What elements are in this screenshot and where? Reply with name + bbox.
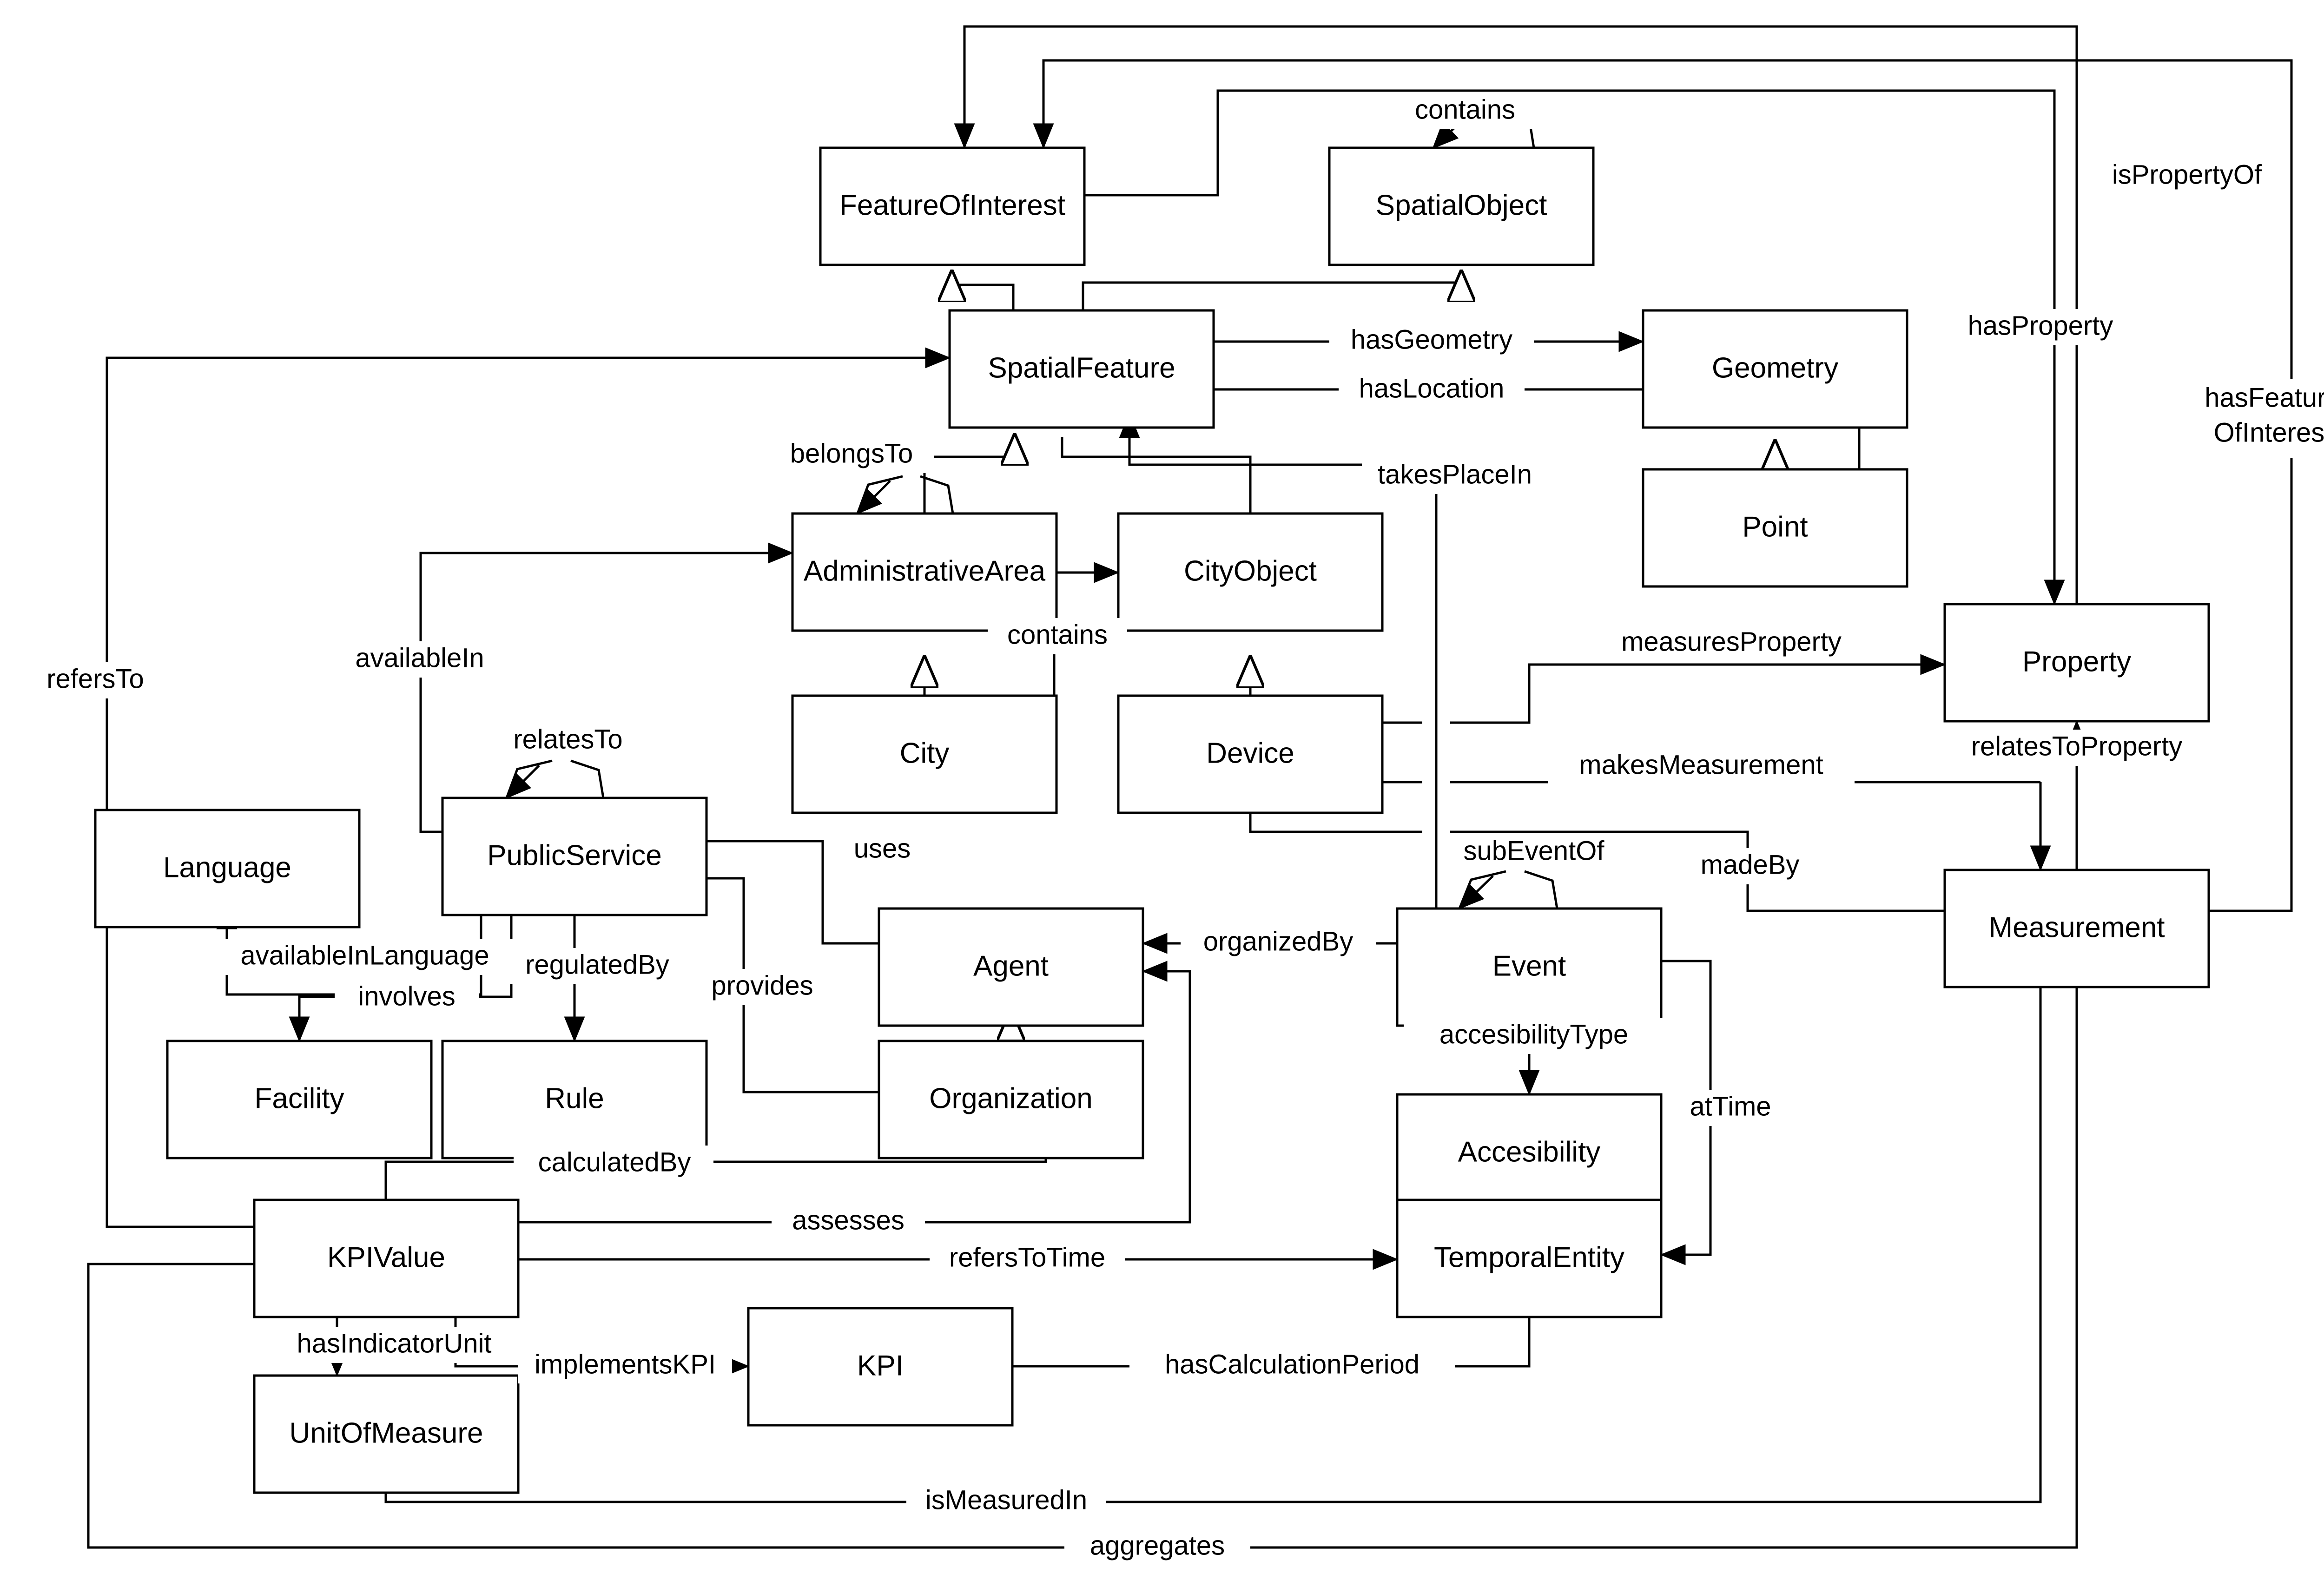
edge-label-hasproperty: hasProperty bbox=[1968, 310, 2113, 341]
edge-label-calculatedby: calculatedBy bbox=[538, 1147, 691, 1177]
edge-labels-layer: contains isPropertyOf hasProperty hasFea… bbox=[16, 93, 2324, 1565]
edge-label-uses: uses bbox=[854, 833, 911, 863]
class-label-point: Point bbox=[1742, 511, 1808, 543]
class-label-temporalentity: TemporalEntity bbox=[1434, 1241, 1624, 1273]
edge-label-regulatedby: regulatedBy bbox=[525, 949, 669, 980]
edge-label-referstotime: refersToTime bbox=[949, 1242, 1105, 1272]
edge-label-implementskpi: implementsKPI bbox=[535, 1349, 716, 1379]
edge-label-provides: provides bbox=[711, 970, 813, 1001]
class-label-language: Language bbox=[163, 851, 291, 883]
class-label-property: Property bbox=[2022, 645, 2131, 678]
class-label-measurement: Measurement bbox=[1988, 911, 2165, 943]
edge-label-measuresproperty: measuresProperty bbox=[1621, 626, 1842, 657]
edge-label-relatesto: relatesTo bbox=[513, 724, 622, 754]
edge-label-contains-spatialobject: contains bbox=[1415, 94, 1515, 125]
edge-label-accesibilitytype: accesibilityType bbox=[1439, 1019, 1628, 1049]
edge-label-hasgeometry: hasGeometry bbox=[1351, 324, 1512, 355]
class-label-administrativearea: AdministrativeArea bbox=[804, 555, 1046, 587]
class-label-unitofmeasure: UnitOfMeasure bbox=[290, 1417, 483, 1449]
class-label-kpivalue: KPIValue bbox=[327, 1241, 445, 1273]
class-label-featureofinterest: FeatureOfInterest bbox=[839, 189, 1065, 221]
edge-label-attime: atTime bbox=[1690, 1091, 1771, 1121]
class-label-spatialfeature: SpatialFeature bbox=[988, 352, 1175, 384]
class-label-geometry: Geometry bbox=[1712, 352, 1838, 384]
edge-label-aggregates: aggregates bbox=[1090, 1530, 1225, 1561]
edge-label-assesses: assesses bbox=[792, 1205, 905, 1235]
class-label-rule: Rule bbox=[545, 1082, 604, 1114]
class-label-device: Device bbox=[1206, 737, 1294, 769]
class-label-cityobject: CityObject bbox=[1184, 555, 1317, 587]
class-label-city: City bbox=[900, 737, 950, 769]
edge-label-hascalculationperiod: hasCalculationPeriod bbox=[1165, 1349, 1419, 1379]
edge-label-hasfeatureofinterest-line1: hasFeature bbox=[2205, 382, 2324, 413]
edge-label-relatestoproperty: relatesToProperty bbox=[1971, 731, 2183, 761]
edge-label-belongsto: belongsTo bbox=[790, 438, 913, 468]
class-label-accesibility: Accesibility bbox=[1458, 1136, 1601, 1168]
edge-label-makesmeasurement: makesMeasurement bbox=[1579, 750, 1823, 780]
edge-label-organizedby: organizedBy bbox=[1203, 926, 1353, 956]
edge-label-availableinlanguage: availableInLanguage bbox=[240, 940, 489, 970]
edge-label-hasfeatureofinterest-line2: OfInterest bbox=[2214, 417, 2324, 448]
edge-label-subeventof: subEventOf bbox=[1463, 836, 1604, 866]
class-label-kpi: KPI bbox=[857, 1350, 904, 1382]
class-label-event: Event bbox=[1492, 950, 1566, 982]
edge-label-ismeasuredin: isMeasuredIn bbox=[925, 1485, 1087, 1515]
edge-label-hasindicatorunit: hasIndicatorUnit bbox=[297, 1328, 491, 1358]
class-label-organization: Organization bbox=[929, 1082, 1093, 1114]
edge-label-involves: involves bbox=[358, 981, 456, 1011]
edge-label-availablein: availableIn bbox=[355, 643, 484, 673]
class-label-facility: Facility bbox=[255, 1082, 344, 1114]
edge-label-madeby: madeBy bbox=[1701, 849, 1800, 880]
class-label-agent: Agent bbox=[973, 950, 1049, 982]
edge-label-ispropertyof: isPropertyOf bbox=[2112, 159, 2262, 190]
edge-label-takesplacein: takesPlaceIn bbox=[1378, 459, 1532, 489]
edge-label-refersto: refersTo bbox=[46, 664, 144, 694]
class-labels-layer: FeatureOfInterest SpatialObject SpatialF… bbox=[163, 189, 2165, 1449]
class-label-publicservice: PublicService bbox=[487, 839, 662, 871]
class-boxes-layer bbox=[94, 146, 2210, 1494]
edge-label-haslocation: hasLocation bbox=[1359, 373, 1505, 403]
class-label-spatialobject: SpatialObject bbox=[1376, 189, 1547, 221]
edge-label-contains-aa-co: contains bbox=[1007, 619, 1108, 650]
